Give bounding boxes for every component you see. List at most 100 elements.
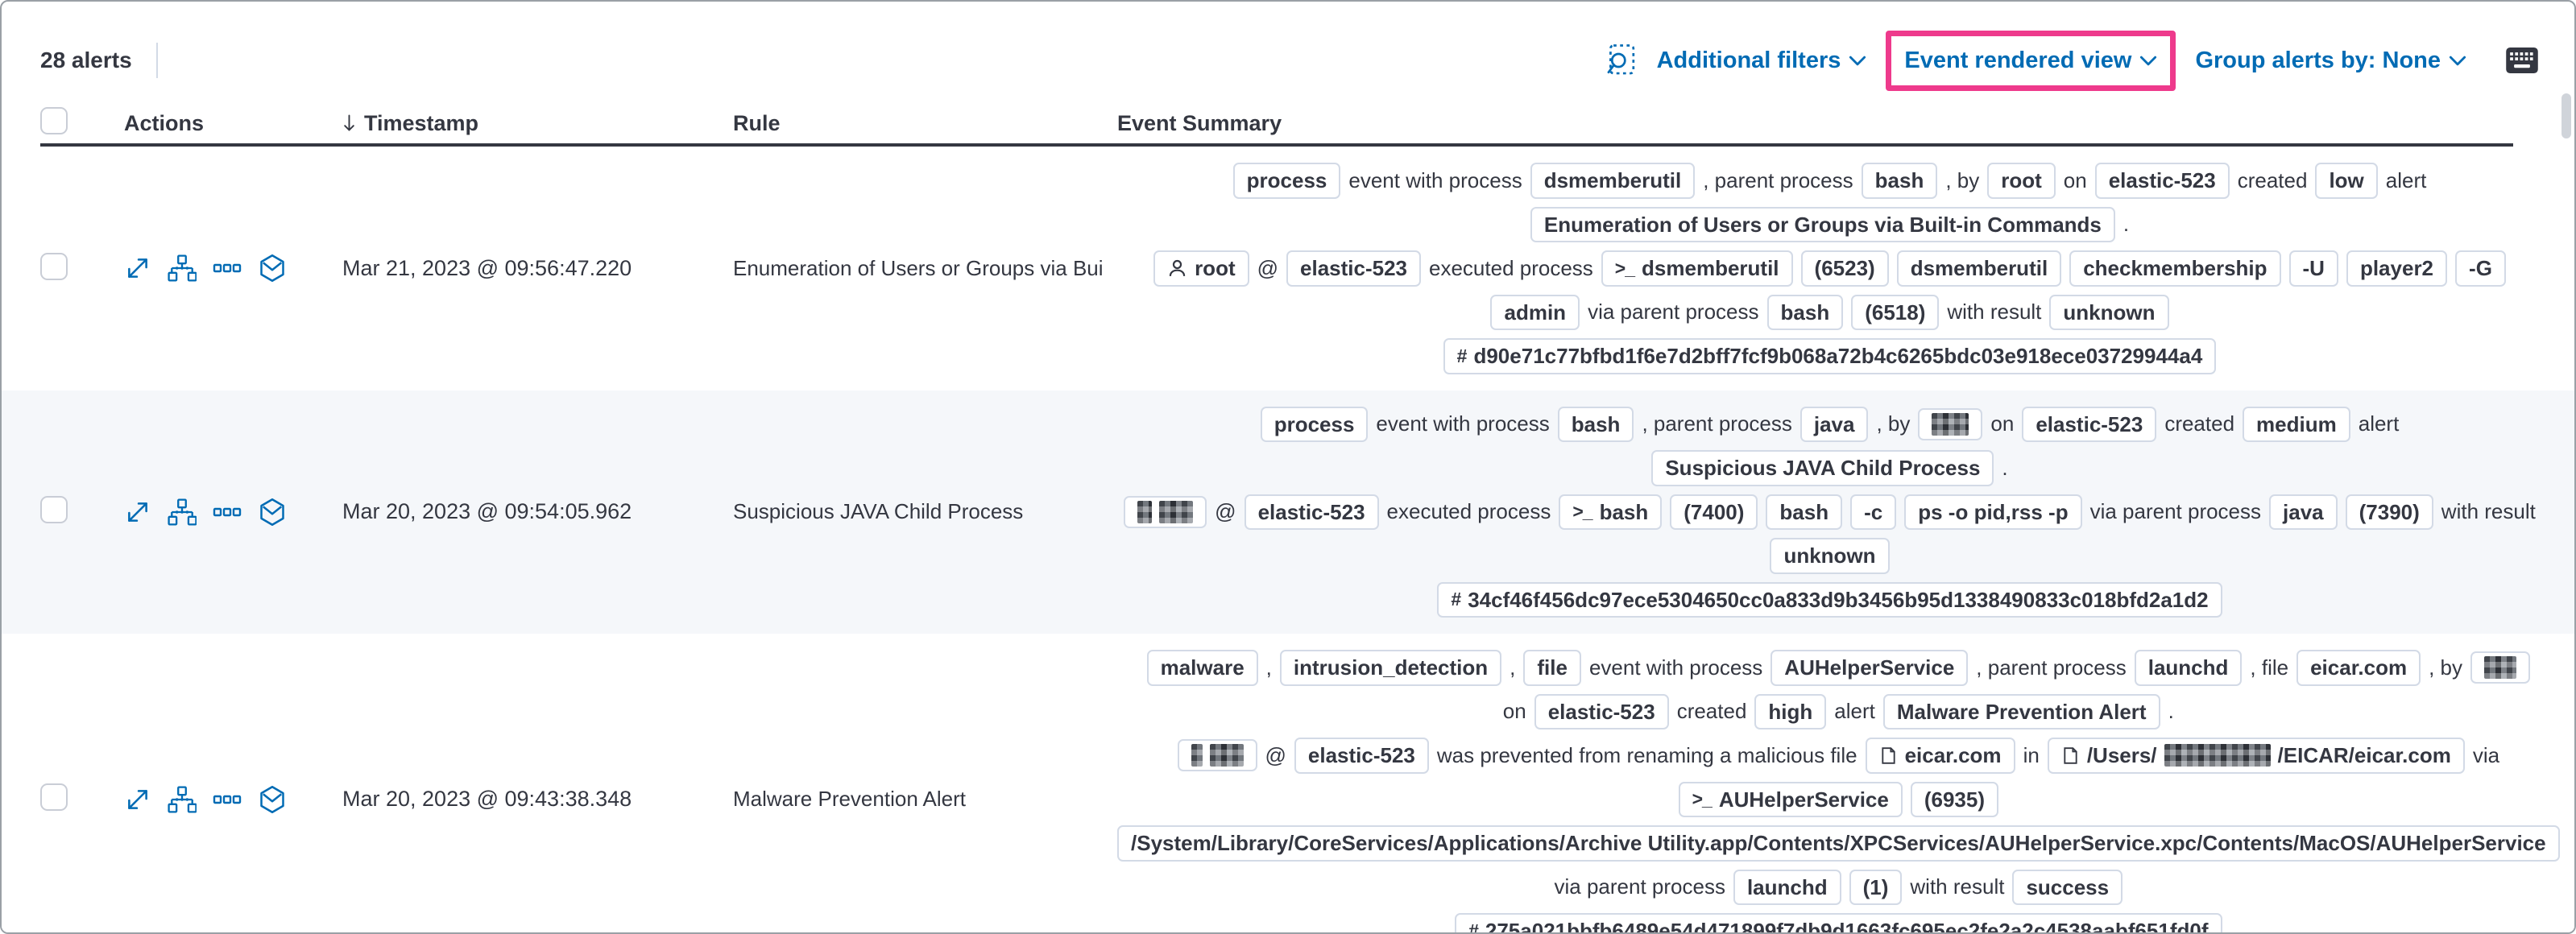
summary-field-badge[interactable]: player2 xyxy=(2346,250,2448,287)
summary-field-badge[interactable]: bash xyxy=(1766,294,1844,330)
summary-text: , by xyxy=(1876,411,1911,436)
summary-field-badge[interactable]: /System/Library/CoreServices/Application… xyxy=(1117,825,2560,862)
summary-field-badge[interactable]: (6935) xyxy=(1910,781,1998,817)
summary-field-badge[interactable]: java xyxy=(1799,406,1869,442)
summary-field-badge[interactable]: #275a021bbfb6489e54d471899f7db9d1663fc69… xyxy=(1455,913,2222,934)
summary-field-badge[interactable]: unknown xyxy=(2049,294,2169,330)
summary-text: , parent process xyxy=(1703,167,1853,192)
expand-alert-icon[interactable] xyxy=(124,498,151,526)
summary-field-badge[interactable]: bash xyxy=(1766,494,1843,530)
more-actions-icon[interactable] xyxy=(213,499,242,525)
file-icon xyxy=(1879,746,1898,765)
summary-field-badge[interactable]: dsmemberutil xyxy=(1530,163,1696,199)
summary-field-badge[interactable]: elastic-523 xyxy=(1244,494,1379,530)
summary-field-badge[interactable]: -G xyxy=(2455,250,2506,287)
summary-field-badge[interactable] xyxy=(1124,495,1207,528)
summary-field-badge[interactable]: eicar.com xyxy=(1865,738,2015,774)
alerts-count: 28 alerts xyxy=(40,48,132,72)
summary-field-badge[interactable]: >_bash xyxy=(1559,494,1663,530)
summary-field-badge[interactable]: (1) xyxy=(1849,869,1903,905)
analyze-event-icon[interactable] xyxy=(168,498,197,526)
summary-field-badge[interactable]: /Users//EICAR/eicar.com xyxy=(2047,738,2465,774)
select-all-checkbox[interactable] xyxy=(40,106,68,134)
summary-field-badge[interactable]: elastic-523 xyxy=(1534,693,1669,729)
summary-field-badge[interactable]: root xyxy=(1987,163,2056,199)
summary-field-badge[interactable]: (6518) xyxy=(1851,294,1940,330)
summary-text: via parent process xyxy=(2089,499,2262,524)
summary-field-badge[interactable]: -U xyxy=(2288,250,2338,287)
badge-text: AUHelperService xyxy=(1718,787,1889,812)
summary-field-badge[interactable]: Suspicious JAVA Child Process xyxy=(1651,450,1994,486)
summary-field-badge[interactable]: bash xyxy=(1557,406,1634,442)
summary-field-badge[interactable] xyxy=(1177,739,1257,772)
alert-rule[interactable]: Enumeration of Users or Groups via Bui xyxy=(733,255,1104,280)
investigate-in-timeline-icon[interactable] xyxy=(258,254,287,283)
group-alerts-label: Group alerts by: None xyxy=(2195,47,2441,73)
summary-field-badge[interactable]: medium xyxy=(2243,406,2350,442)
group-alerts-dropdown[interactable]: Group alerts by: None xyxy=(2195,48,2466,74)
header-timestamp[interactable]: Timestamp xyxy=(342,111,733,136)
scrollbar-thumb[interactable] xyxy=(2562,93,2571,138)
summary-field-badge[interactable]: elastic-523 xyxy=(2022,406,2157,442)
summary-field-badge[interactable]: launchd xyxy=(2134,650,2243,686)
badge-text: elastic-523 xyxy=(1300,256,1407,280)
expand-alert-icon[interactable] xyxy=(124,254,151,282)
additional-filters-dropdown[interactable]: Additional filters xyxy=(1657,48,1867,74)
summary-field-badge[interactable]: (6523) xyxy=(1800,250,1889,287)
alert-rule[interactable]: Suspicious JAVA Child Process xyxy=(733,499,1024,524)
summary-field-badge[interactable]: checkmembership xyxy=(2069,250,2281,287)
analyze-event-icon[interactable] xyxy=(168,254,197,282)
summary-field-badge[interactable]: dsmemberutil xyxy=(1896,250,2062,287)
summary-field-badge[interactable] xyxy=(2470,651,2530,684)
summary-field-badge[interactable]: #d90e71c77bfbd1f6e7d2bff7fcf9b068a72b4c6… xyxy=(1443,338,2217,374)
summary-field-badge[interactable]: Malware Prevention Alert xyxy=(1882,693,2160,729)
summary-field-badge[interactable]: elastic-523 xyxy=(1294,738,1429,774)
analyze-event-icon[interactable] xyxy=(168,786,197,813)
summary-field-badge[interactable]: process xyxy=(1260,406,1369,442)
summary-field-badge[interactable]: admin xyxy=(1490,294,1580,330)
summary-field-badge[interactable]: Enumeration of Users or Groups via Built… xyxy=(1530,206,2115,242)
summary-field-badge[interactable]: (7400) xyxy=(1670,494,1758,530)
summary-field-badge[interactable]: elastic-523 xyxy=(2094,163,2230,199)
summary-field-badge[interactable]: eicar.com xyxy=(2296,650,2421,686)
investigate-in-timeline-icon[interactable] xyxy=(258,785,287,814)
summary-field-badge[interactable]: ps -o pid,rss -p xyxy=(1904,494,2082,530)
summary-field-badge[interactable]: unknown xyxy=(1770,538,1890,574)
keyboard-shortcuts-icon[interactable] xyxy=(2505,46,2539,75)
badge-text: (7390) xyxy=(2359,499,2420,524)
chevron-down-icon xyxy=(2449,56,2466,65)
summary-field-badge[interactable]: #34cf46f456dc97ece5304650cc0a833d9b3456b… xyxy=(1437,581,2222,618)
summary-field-badge[interactable]: process xyxy=(1232,163,1341,199)
badge-text: java xyxy=(1813,411,1855,436)
row-checkbox[interactable] xyxy=(40,252,68,280)
summary-field-badge[interactable]: (7390) xyxy=(2345,494,2433,530)
summary-field-badge[interactable]: launchd xyxy=(1733,869,1841,905)
summary-field-badge[interactable]: intrusion_detection xyxy=(1279,650,1502,686)
summary-field-badge[interactable] xyxy=(1918,407,1983,440)
badge-text: bash xyxy=(1780,300,1830,324)
row-checkbox[interactable] xyxy=(40,783,68,812)
summary-field-badge[interactable]: malware xyxy=(1146,650,1258,686)
inspect-icon[interactable] xyxy=(1605,43,1638,77)
hash-icon: # xyxy=(1468,920,1479,934)
investigate-in-timeline-icon[interactable] xyxy=(258,498,287,527)
summary-field-badge[interactable]: AUHelperService xyxy=(1770,650,1969,686)
summary-field-badge[interactable]: success xyxy=(2012,869,2123,905)
summary-field-badge[interactable]: >_AUHelperService xyxy=(1678,781,1903,817)
summary-field-badge[interactable]: root xyxy=(1153,250,1249,287)
expand-alert-icon[interactable] xyxy=(124,786,151,813)
summary-field-badge[interactable]: java xyxy=(2269,494,2338,530)
summary-field-badge[interactable]: >_dsmemberutil xyxy=(1601,250,1793,287)
row-checkbox[interactable] xyxy=(40,496,68,524)
summary-field-badge[interactable]: elastic-523 xyxy=(1286,250,1421,287)
summary-field-badge[interactable]: file xyxy=(1523,650,1581,686)
summary-field-badge[interactable]: bash xyxy=(1861,163,1938,199)
summary-field-badge[interactable]: low xyxy=(2315,163,2378,199)
more-actions-icon[interactable] xyxy=(213,787,242,812)
summary-field-badge[interactable]: -c xyxy=(1850,494,1897,530)
more-actions-icon[interactable] xyxy=(213,255,242,281)
event-rendered-view-dropdown[interactable]: Event rendered view xyxy=(1904,48,2157,74)
alert-rule[interactable]: Malware Prevention Alert xyxy=(733,787,967,812)
summary-field-badge[interactable]: high xyxy=(1754,693,1827,729)
